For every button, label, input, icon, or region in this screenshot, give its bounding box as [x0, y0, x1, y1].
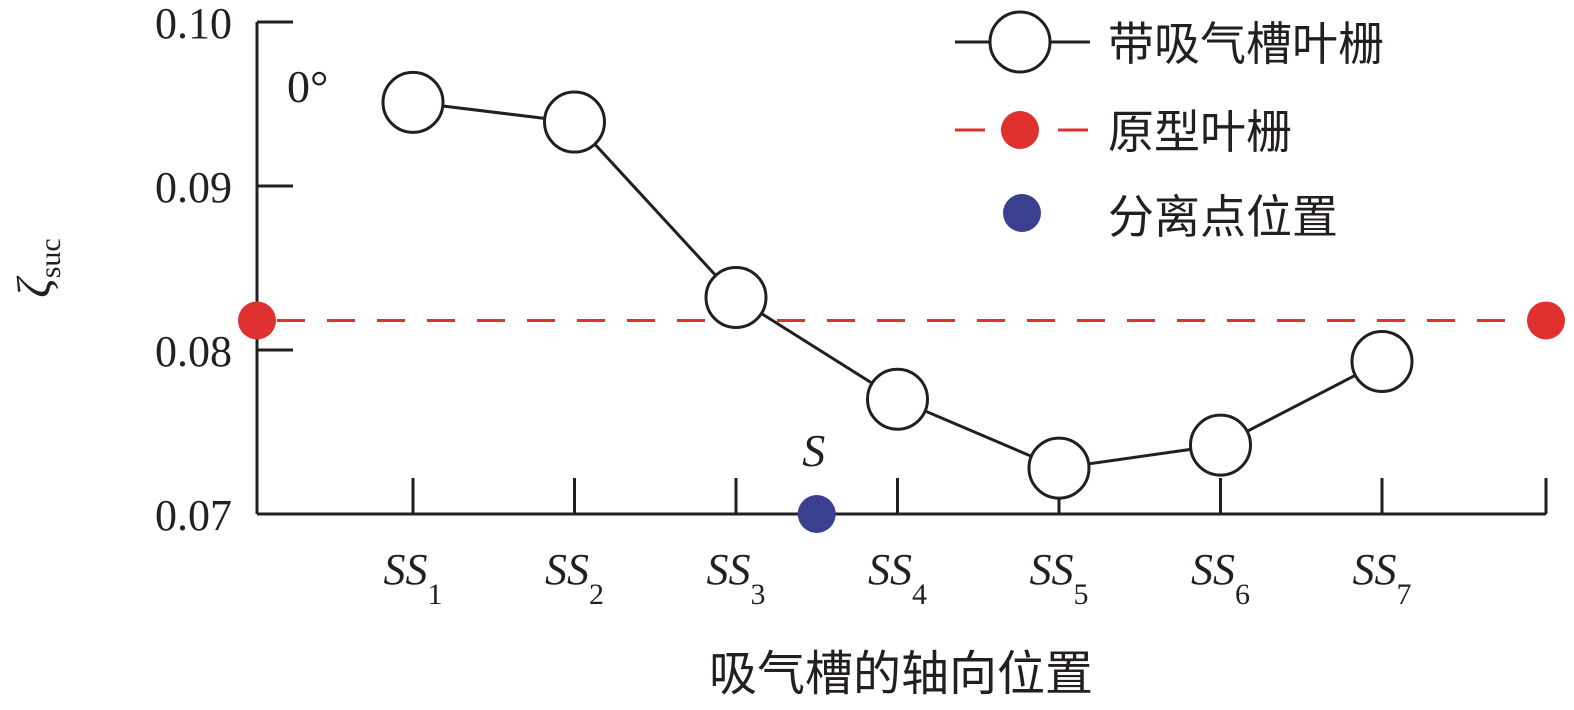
- legend-reference-label: 原型叶栅: [1108, 107, 1292, 158]
- reference-marker-right: [1527, 301, 1565, 340]
- legend-series-label: 带吸气槽叶栅: [1108, 19, 1384, 70]
- y-tick-label: 0.07: [155, 491, 232, 540]
- data-point: [1027, 436, 1091, 500]
- data-point: [543, 90, 606, 154]
- x-tick-label: SS4: [868, 545, 927, 611]
- y-tick-label: 0.09: [155, 163, 232, 212]
- series-points: [381, 70, 1414, 500]
- legend-reference-marker: [1001, 111, 1039, 149]
- separation-point-marker: [797, 495, 836, 533]
- separation-point-label: S: [802, 425, 825, 476]
- x-tick-label: SS3: [707, 545, 766, 611]
- y-tick-label: 0.08: [155, 327, 232, 376]
- x-ticks: SS1 SS2 SS3 SS4 SS5 SS6 SS7: [384, 478, 1412, 611]
- reference-marker-left: [238, 301, 276, 340]
- y-axis-title-sub: suc: [34, 238, 67, 278]
- legend-separation-marker: [1003, 194, 1041, 232]
- legend-series-marker: [988, 10, 1052, 74]
- x-tick-label: SS7: [1353, 545, 1412, 611]
- data-point: [704, 266, 768, 330]
- legend-separation-label: 分离点位置: [1108, 192, 1338, 243]
- x-tick-label: SS1: [384, 545, 443, 611]
- y-ticks: 0.07 0.08 0.09 0.10: [155, 0, 293, 540]
- x-axis-title: 吸气槽的轴向位置: [709, 648, 1093, 701]
- y-tick-label: 0.10: [155, 0, 232, 48]
- x-tick-label: SS6: [1191, 545, 1250, 611]
- data-point: [1350, 329, 1414, 393]
- y-axis-title: ζsuc: [8, 238, 67, 297]
- legend: 带吸气槽叶栅 原型叶栅 分离点位置: [955, 10, 1384, 243]
- data-point: [1189, 413, 1252, 477]
- data-point: [866, 367, 929, 431]
- x-tick-label: SS2: [545, 545, 604, 611]
- y-axis-title-main: ζ: [8, 275, 61, 298]
- angle-annotation: 0°: [287, 61, 328, 112]
- data-point: [381, 70, 445, 134]
- x-tick-label: SS5: [1030, 545, 1089, 611]
